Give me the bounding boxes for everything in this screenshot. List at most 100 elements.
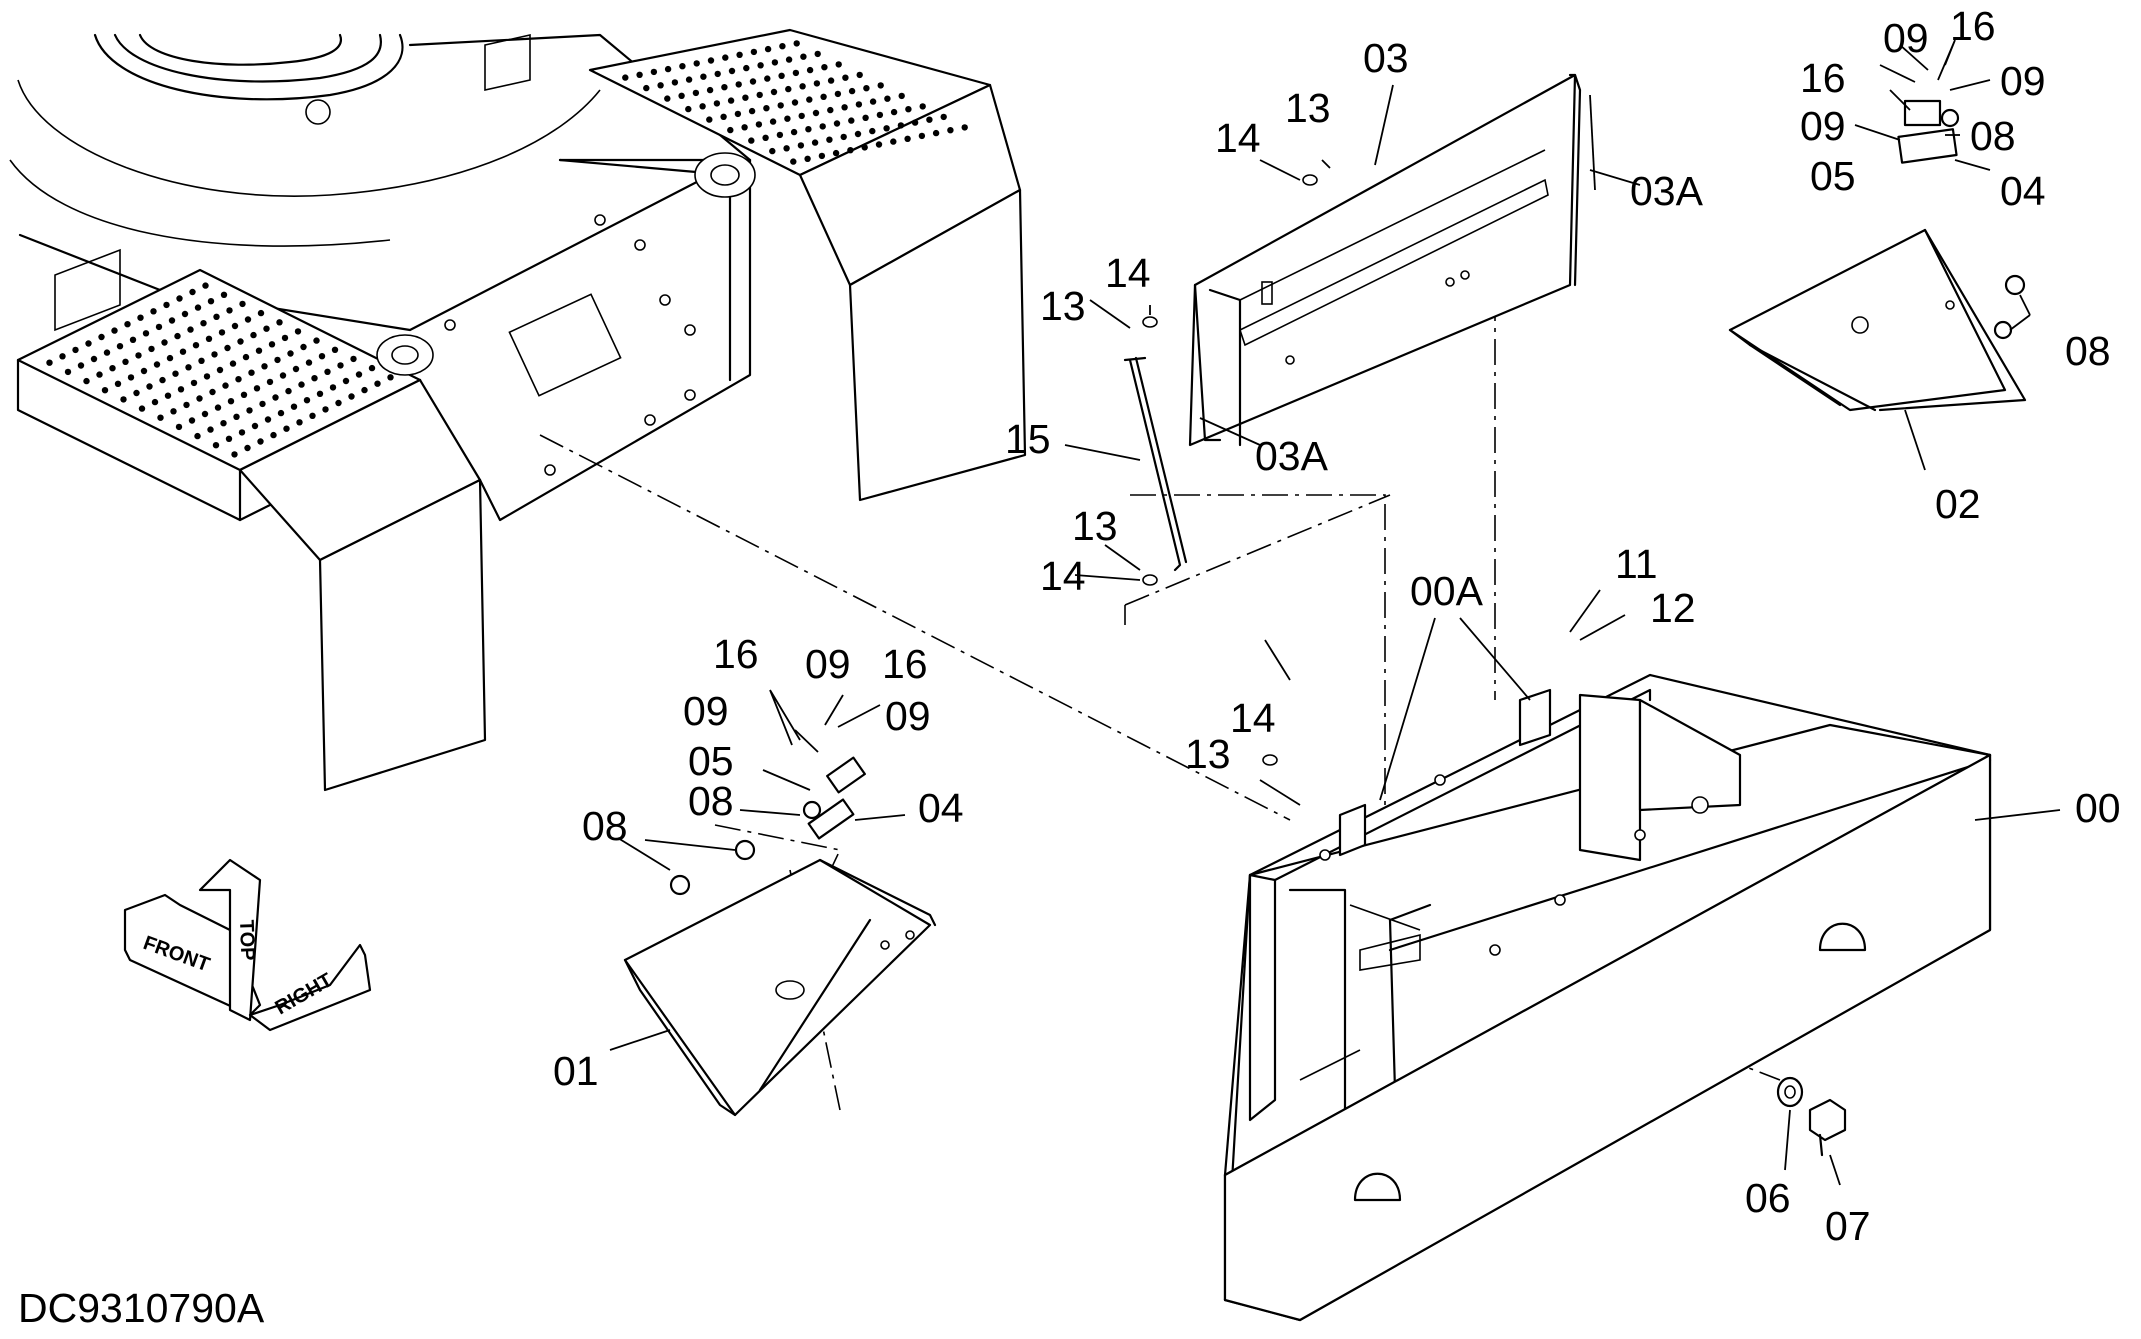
label-13-top: 13 [1285,85,1331,131]
deck-perforation [932,129,940,137]
deck-perforation [292,365,300,373]
machine-chassis [9,28,1027,792]
deck-perforation [140,367,148,375]
deck-perforation [244,316,252,323]
deck-perforation [706,86,714,94]
deck-perforation [331,346,339,353]
deck-perforation [741,124,748,131]
deck-perforation [272,394,279,401]
deck-perforation [826,136,833,143]
deck-perforation [207,426,214,433]
deck-perforation [692,89,700,97]
deck-perforation [242,353,250,361]
deck-perforation [238,429,246,436]
deck-perforation [742,94,749,101]
deck-perforation [177,386,185,393]
deck-perforation [231,451,238,458]
deck-perforation [189,288,196,296]
cover-panel-03 [1188,73,1582,447]
deck-perforation [142,330,150,337]
deck-perforation [164,392,172,399]
deck-perforation [196,395,203,402]
bolt-07 [1808,1098,1847,1157]
deck-perforation [643,84,650,92]
label-03: 03 [1363,35,1409,81]
deck-perforation [387,374,394,381]
deck-perforation [840,133,847,141]
deck-perforation [834,90,842,98]
deck-perforation [309,412,316,419]
deck-perforation [187,326,194,333]
deck-perforation [77,362,85,369]
deck-perforation [736,51,743,58]
deck-perforation [947,127,954,134]
deck-perforation [685,76,693,83]
deck-perforation [276,319,283,326]
deck-perforation [287,350,294,357]
deck-perforation [685,105,692,113]
deck-perforation [179,348,187,355]
deck-perforation [918,132,926,140]
deck-perforation [743,64,750,72]
deck-perforation [72,346,79,354]
deck-perforation [279,372,287,379]
deck-perforation [290,403,298,410]
deck-perforation [835,61,842,68]
deck-perforation [800,53,807,60]
deck-perforation [720,113,727,121]
deck-perforation [713,100,721,107]
deck-perforation [231,322,239,330]
deck-perforation [750,48,758,56]
deck-perforation [103,349,111,356]
deck-perforation [869,127,876,135]
deck-perforation [161,339,168,346]
deck-perforation [194,304,202,311]
deck-perforation [146,383,153,390]
deck-perforation [748,137,755,144]
deck-perforation [764,45,772,53]
deck-perforation [863,85,870,92]
label-16-r1: 16 [1950,3,1996,49]
deck-perforation [205,335,213,342]
label-16-l1: 16 [713,631,759,677]
label-16-l2: 16 [882,641,928,687]
deck-perforation [827,106,834,114]
deck-perforation [679,62,686,70]
deck-perforation [869,98,877,105]
deck-perforation [127,374,135,381]
deck-perforation [218,329,226,336]
deck-perforation [827,77,835,84]
deck-perforation [225,435,233,442]
deck-perforation [342,377,350,385]
label-03A-right: 03A [1630,168,1704,214]
deck-perforation [664,65,672,73]
deck-perforation [877,82,884,89]
label-09-r3: 09 [1800,103,1846,149]
deck-perforation [148,345,155,353]
deck-perforation [361,386,368,394]
label-09-l2: 09 [683,688,729,734]
deck-perforation [861,144,868,151]
deck-perforation [192,342,200,349]
deck-perforation [798,112,805,120]
label-09-l3: 09 [885,693,931,739]
label-08-l2: 08 [582,803,628,849]
deck-perforation [734,110,742,118]
deck-perforation [120,396,127,403]
deck-perforation [233,413,240,420]
deck-perforation [285,387,292,395]
deck-perforation [671,79,679,86]
deck-perforation [190,379,198,387]
deck-perforation [848,117,855,124]
deck-perforation [316,390,324,397]
deck-perforation [368,364,376,372]
deck-perforation [763,105,770,112]
deck-perforation [806,66,814,74]
label-04-l: 04 [918,785,964,831]
deck-perforation [181,310,189,318]
label-07: 07 [1825,1203,1871,1249]
deck-perforation [212,442,220,449]
counterweight-frame-00 [1223,673,1992,1322]
label-11: 11 [1615,541,1658,587]
deck-perforation [721,84,728,91]
